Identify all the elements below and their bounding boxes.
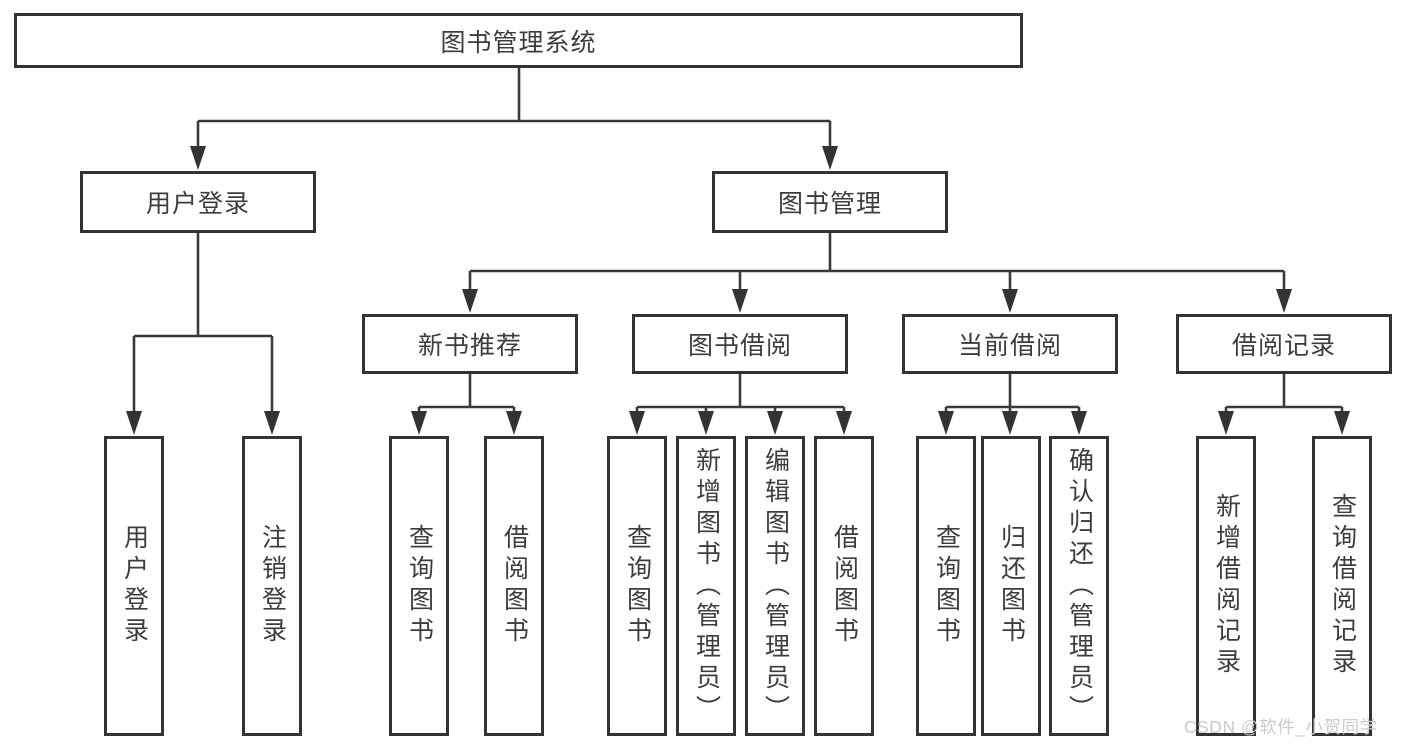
leaf-query-books-current: 查询图书	[916, 436, 976, 736]
leaf-borrow-books-recommend: 借阅图书	[484, 436, 544, 736]
connector-root-to-level2	[190, 68, 838, 170]
node-user-login: 用户登录	[80, 171, 316, 233]
leaf-confirm-return-admin: 确认归还（管理员）	[1049, 436, 1109, 736]
node-current-borrow: 当前借阅	[902, 314, 1118, 374]
node-book-borrow: 图书借阅	[632, 314, 848, 374]
leaf-query-books-recommend: 查询图书	[389, 436, 449, 736]
node-new-book-recommend: 新书推荐	[362, 314, 578, 374]
leaf-edit-books-admin: 编辑图书（管理员）	[745, 436, 805, 736]
connector-book-borrow-to-leaves	[629, 374, 852, 435]
leaf-add-borrow-record: 新增借阅记录	[1196, 436, 1256, 736]
leaf-query-borrow-record: 查询借阅记录	[1312, 436, 1372, 736]
node-borrow-records: 借阅记录	[1176, 314, 1392, 374]
leaf-user-login: 用户登录	[104, 436, 164, 736]
connector-user-login-to-leaves	[126, 233, 280, 435]
leaf-borrow-books: 借阅图书	[814, 436, 874, 736]
leaf-query-books-borrow: 查询图书	[607, 436, 667, 736]
connector-borrow-records-to-leaves	[1218, 374, 1350, 435]
node-root-system: 图书管理系统	[14, 13, 1023, 68]
csdn-watermark: CSDN @软件_小贺同学	[1184, 717, 1378, 737]
leaf-add-books-admin: 新增图书（管理员）	[676, 436, 736, 736]
leaf-return-books: 归还图书	[981, 436, 1041, 736]
connector-current-borrow-to-leaves	[938, 374, 1087, 435]
connector-new-book-to-leaves	[411, 374, 522, 435]
leaf-logout: 注销登录	[242, 436, 302, 736]
connector-book-mgmt-to-level3	[462, 233, 1292, 313]
node-book-management: 图书管理	[712, 171, 948, 233]
